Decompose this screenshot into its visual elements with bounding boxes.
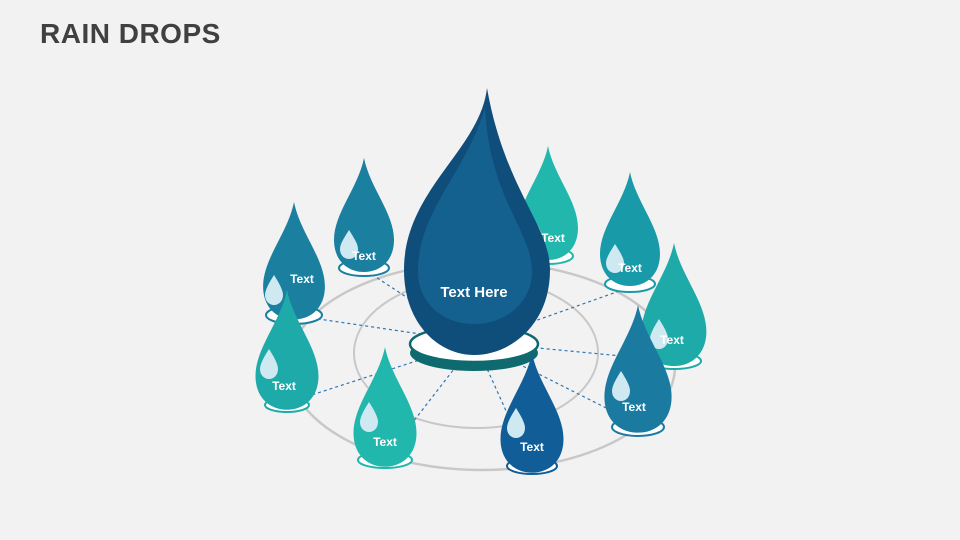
center-drop: Text Here — [404, 88, 550, 371]
slide-title: RAIN DROPS — [40, 18, 221, 49]
drop-label: Text — [660, 333, 684, 347]
drop-item: Text — [604, 305, 672, 437]
drop-item: Text — [263, 202, 325, 325]
drop-label: Text — [272, 379, 296, 393]
drop-label: Text — [290, 272, 314, 286]
drop-label: Text — [373, 435, 397, 449]
drop-item: Text — [255, 290, 319, 413]
drop-item: Text — [500, 353, 564, 475]
drop-label: Text — [352, 249, 376, 263]
center-label: Text Here — [440, 284, 507, 301]
drop-item: Text — [334, 158, 394, 277]
drop-label: Text — [520, 440, 544, 454]
drop-item: Text — [600, 172, 660, 293]
drop-label: Text — [622, 400, 646, 414]
drop-item: Text — [353, 347, 417, 469]
drop-label: Text — [541, 231, 565, 245]
drop-label: Text — [618, 261, 642, 275]
